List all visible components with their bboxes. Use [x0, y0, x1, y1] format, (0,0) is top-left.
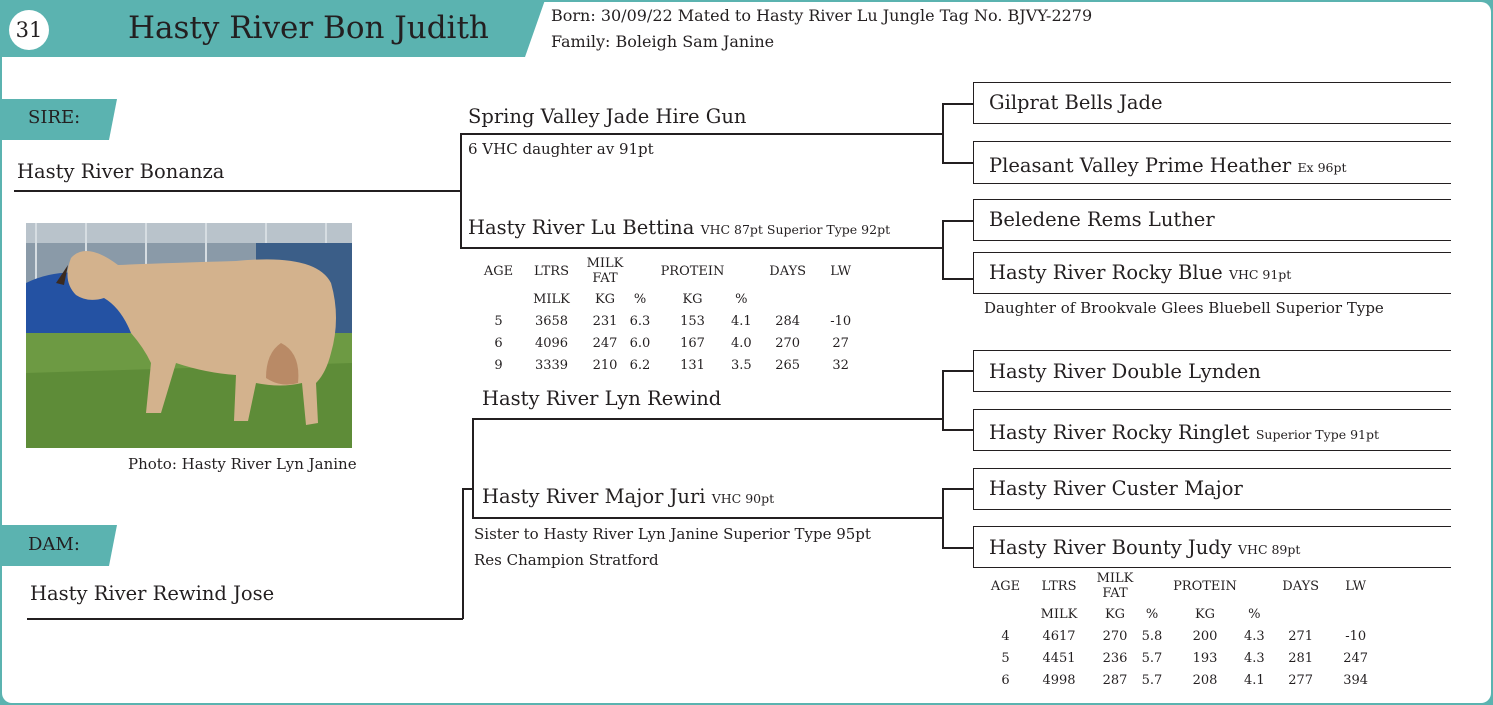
ggp-name-8: Hasty River Bounty Judy VHC 89pt [989, 536, 1301, 559]
dam-sire-name: Hasty River Lyn Rewind [482, 387, 722, 410]
ggp-name-4: Hasty River Rocky Blue VHC 91pt [989, 261, 1292, 284]
page-title: Hasty River Bon Judith [128, 10, 489, 46]
rocky-blue-note: Daughter of Brookvale Glees Bluebell Sup… [984, 299, 1384, 317]
born-mated-line: Born: 30/09/22 Mated to Hasty River Lu J… [551, 6, 1093, 25]
ggp-bracket-1-top [942, 103, 974, 105]
sire-sire-note: 6 VHC daughter av 91pt [468, 140, 654, 158]
dam-parents-bracket [472, 418, 474, 518]
dam-label: DAM: [28, 534, 80, 555]
dam-dam-name: Hasty River Major Juri VHC 90pt [482, 485, 775, 508]
ggp-name-3: Beledene Rems Luther [989, 208, 1215, 231]
ggp-bracket-4 [942, 488, 944, 548]
family-line: Family: Boleigh Sam Janine [551, 32, 775, 51]
ggp-bracket-4-bottom [942, 547, 974, 549]
ggp-bracket-4-top [942, 488, 974, 490]
sire-label: SIRE: [28, 107, 81, 128]
ggp-box-7 [973, 468, 1451, 510]
sire-bracket [460, 133, 462, 248]
ggp-bracket-2-top [942, 220, 974, 222]
sire-sire-name: Spring Valley Jade Hire Gun [468, 105, 747, 128]
ggp-bracket-1-bottom [942, 162, 974, 164]
cow-photo [26, 223, 352, 448]
ggp-bracket-2-bottom [942, 278, 974, 280]
photo-caption: Photo: Hasty River Lyn Janine [128, 455, 357, 473]
dam-sire-line [472, 418, 942, 420]
ggp-bracket-1 [942, 103, 944, 163]
dam-name: Hasty River Rewind Jose [30, 582, 275, 605]
sire-label-bar [0, 99, 117, 140]
dam-bracket-tick [462, 488, 472, 490]
ggp-name-2: Pleasant Valley Prime Heather Ex 96pt [989, 154, 1347, 177]
ggp-name-7: Hasty River Custer Major [989, 477, 1243, 500]
sire-underline [14, 190, 461, 192]
sire-name: Hasty River Bonanza [17, 160, 225, 183]
header-banner [0, 0, 545, 57]
ggp-bracket-2 [942, 220, 944, 279]
lot-number-badge: 31 [9, 10, 49, 50]
dam-label-bar [0, 525, 117, 566]
ggp-box-4 [973, 252, 1451, 294]
ggp-box-8 [973, 526, 1451, 568]
dam-dam-line [472, 517, 942, 519]
dam-dam-note-1: Sister to Hasty River Lyn Janine Superio… [474, 525, 871, 543]
ggp-bracket-3 [942, 370, 944, 430]
sire-sire-line [460, 133, 942, 135]
ggp-name-6: Hasty River Rocky Ringlet Superior Type … [989, 421, 1380, 444]
ggp-bracket-3-bottom [942, 429, 974, 431]
ggp-name-1: Gilprat Bells Jade [989, 91, 1163, 114]
dam-dam-note-2: Res Champion Stratford [474, 551, 659, 569]
ggp-box-5 [973, 350, 1451, 392]
sire-dam-line [460, 247, 942, 249]
ggp-box-6 [973, 409, 1451, 451]
ggp-box-2 [973, 141, 1451, 184]
ggp-box-3 [973, 199, 1451, 241]
dam-bracket [462, 488, 464, 619]
ggp-bracket-3-top [942, 370, 974, 372]
dam-underline [27, 618, 463, 620]
ggp-name-5: Hasty River Double Lynden [989, 360, 1261, 383]
sire-dam-name: Hasty River Lu Bettina VHC 87pt Superior… [468, 216, 891, 239]
ggp-box-1 [973, 82, 1451, 124]
